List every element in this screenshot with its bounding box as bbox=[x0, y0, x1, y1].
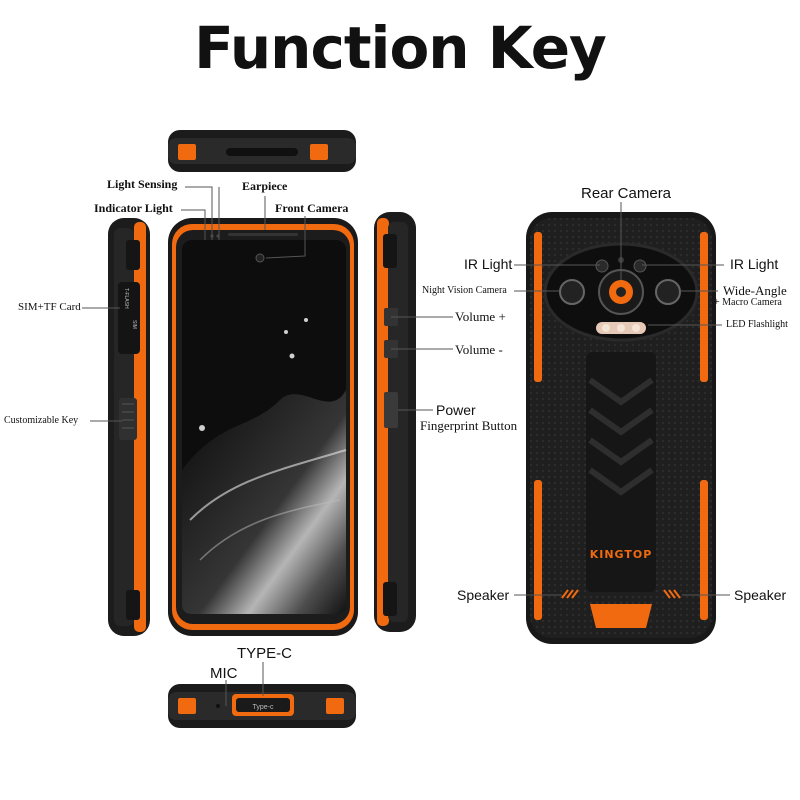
sim-tf-slot-cover bbox=[118, 282, 140, 354]
slot-label-sim: SIM bbox=[131, 320, 137, 329]
label-indicator-light: Indicator Light bbox=[94, 201, 173, 215]
back-view: KINGTOP bbox=[526, 212, 716, 644]
mic-hole bbox=[216, 704, 220, 708]
earpiece-slot bbox=[228, 233, 298, 236]
label-front-camera: Front Camera bbox=[275, 201, 349, 215]
night-vision-camera-lens bbox=[559, 279, 585, 305]
label-ir-light-right: IR Light bbox=[730, 256, 779, 272]
ir-light-right-led bbox=[633, 259, 647, 273]
bottom-edge-view: Type-c bbox=[168, 684, 356, 728]
back-bottom-bumper bbox=[590, 604, 652, 628]
label-customizable-key: Customizable Key bbox=[4, 415, 79, 426]
label-night-vision-camera: Night Vision Camera bbox=[422, 285, 507, 296]
label-mic: MIC bbox=[210, 665, 238, 682]
slot-label-tflash: T-FLASH bbox=[123, 288, 129, 309]
label-power: Power bbox=[436, 402, 476, 418]
speaker-grille-left bbox=[561, 589, 579, 599]
label-macro-camera: + Macro Camera bbox=[714, 297, 782, 308]
label-wide-angle: Wide-Angle bbox=[723, 283, 787, 298]
label-light-sensing: Light Sensing bbox=[107, 177, 178, 191]
power-fingerprint-key bbox=[384, 392, 398, 428]
right-side-view bbox=[374, 212, 416, 632]
label-earpiece: Earpiece bbox=[242, 179, 288, 193]
top-edge-bumper-right bbox=[310, 144, 328, 160]
callout-lines bbox=[82, 186, 730, 706]
top-edge-bumper-left bbox=[178, 144, 196, 160]
page-title: Function Key bbox=[194, 14, 607, 82]
customizable-key bbox=[119, 398, 137, 440]
top-edge-view bbox=[168, 130, 356, 172]
top-edge-grille bbox=[226, 148, 298, 156]
front-view bbox=[168, 218, 358, 636]
label-speaker-right: Speaker bbox=[734, 587, 787, 603]
label-type-c: TYPE-C bbox=[237, 645, 293, 662]
left-side-view: T-FLASH SIM bbox=[108, 218, 150, 636]
ir-light-left-led bbox=[595, 259, 609, 273]
speaker-grille-right bbox=[663, 589, 681, 599]
label-volume-up: Volume + bbox=[455, 309, 506, 324]
front-camera bbox=[255, 253, 265, 263]
label-sim-tf-card: SIM+TF Card bbox=[18, 301, 81, 313]
label-ir-light-left: IR Light bbox=[464, 256, 513, 272]
label-led-flashlight: LED Flashlight bbox=[726, 319, 788, 330]
label-speaker-left: Speaker bbox=[457, 587, 510, 603]
label-rear-camera: Rear Camera bbox=[581, 185, 672, 202]
brand-logo: KINGTOP bbox=[590, 548, 653, 561]
wide-angle-camera-lens bbox=[655, 279, 681, 305]
label-volume-down: Volume - bbox=[455, 342, 503, 357]
label-fingerprint-button: Fingerprint Button bbox=[420, 418, 518, 433]
port-label: Type-c bbox=[252, 704, 274, 711]
